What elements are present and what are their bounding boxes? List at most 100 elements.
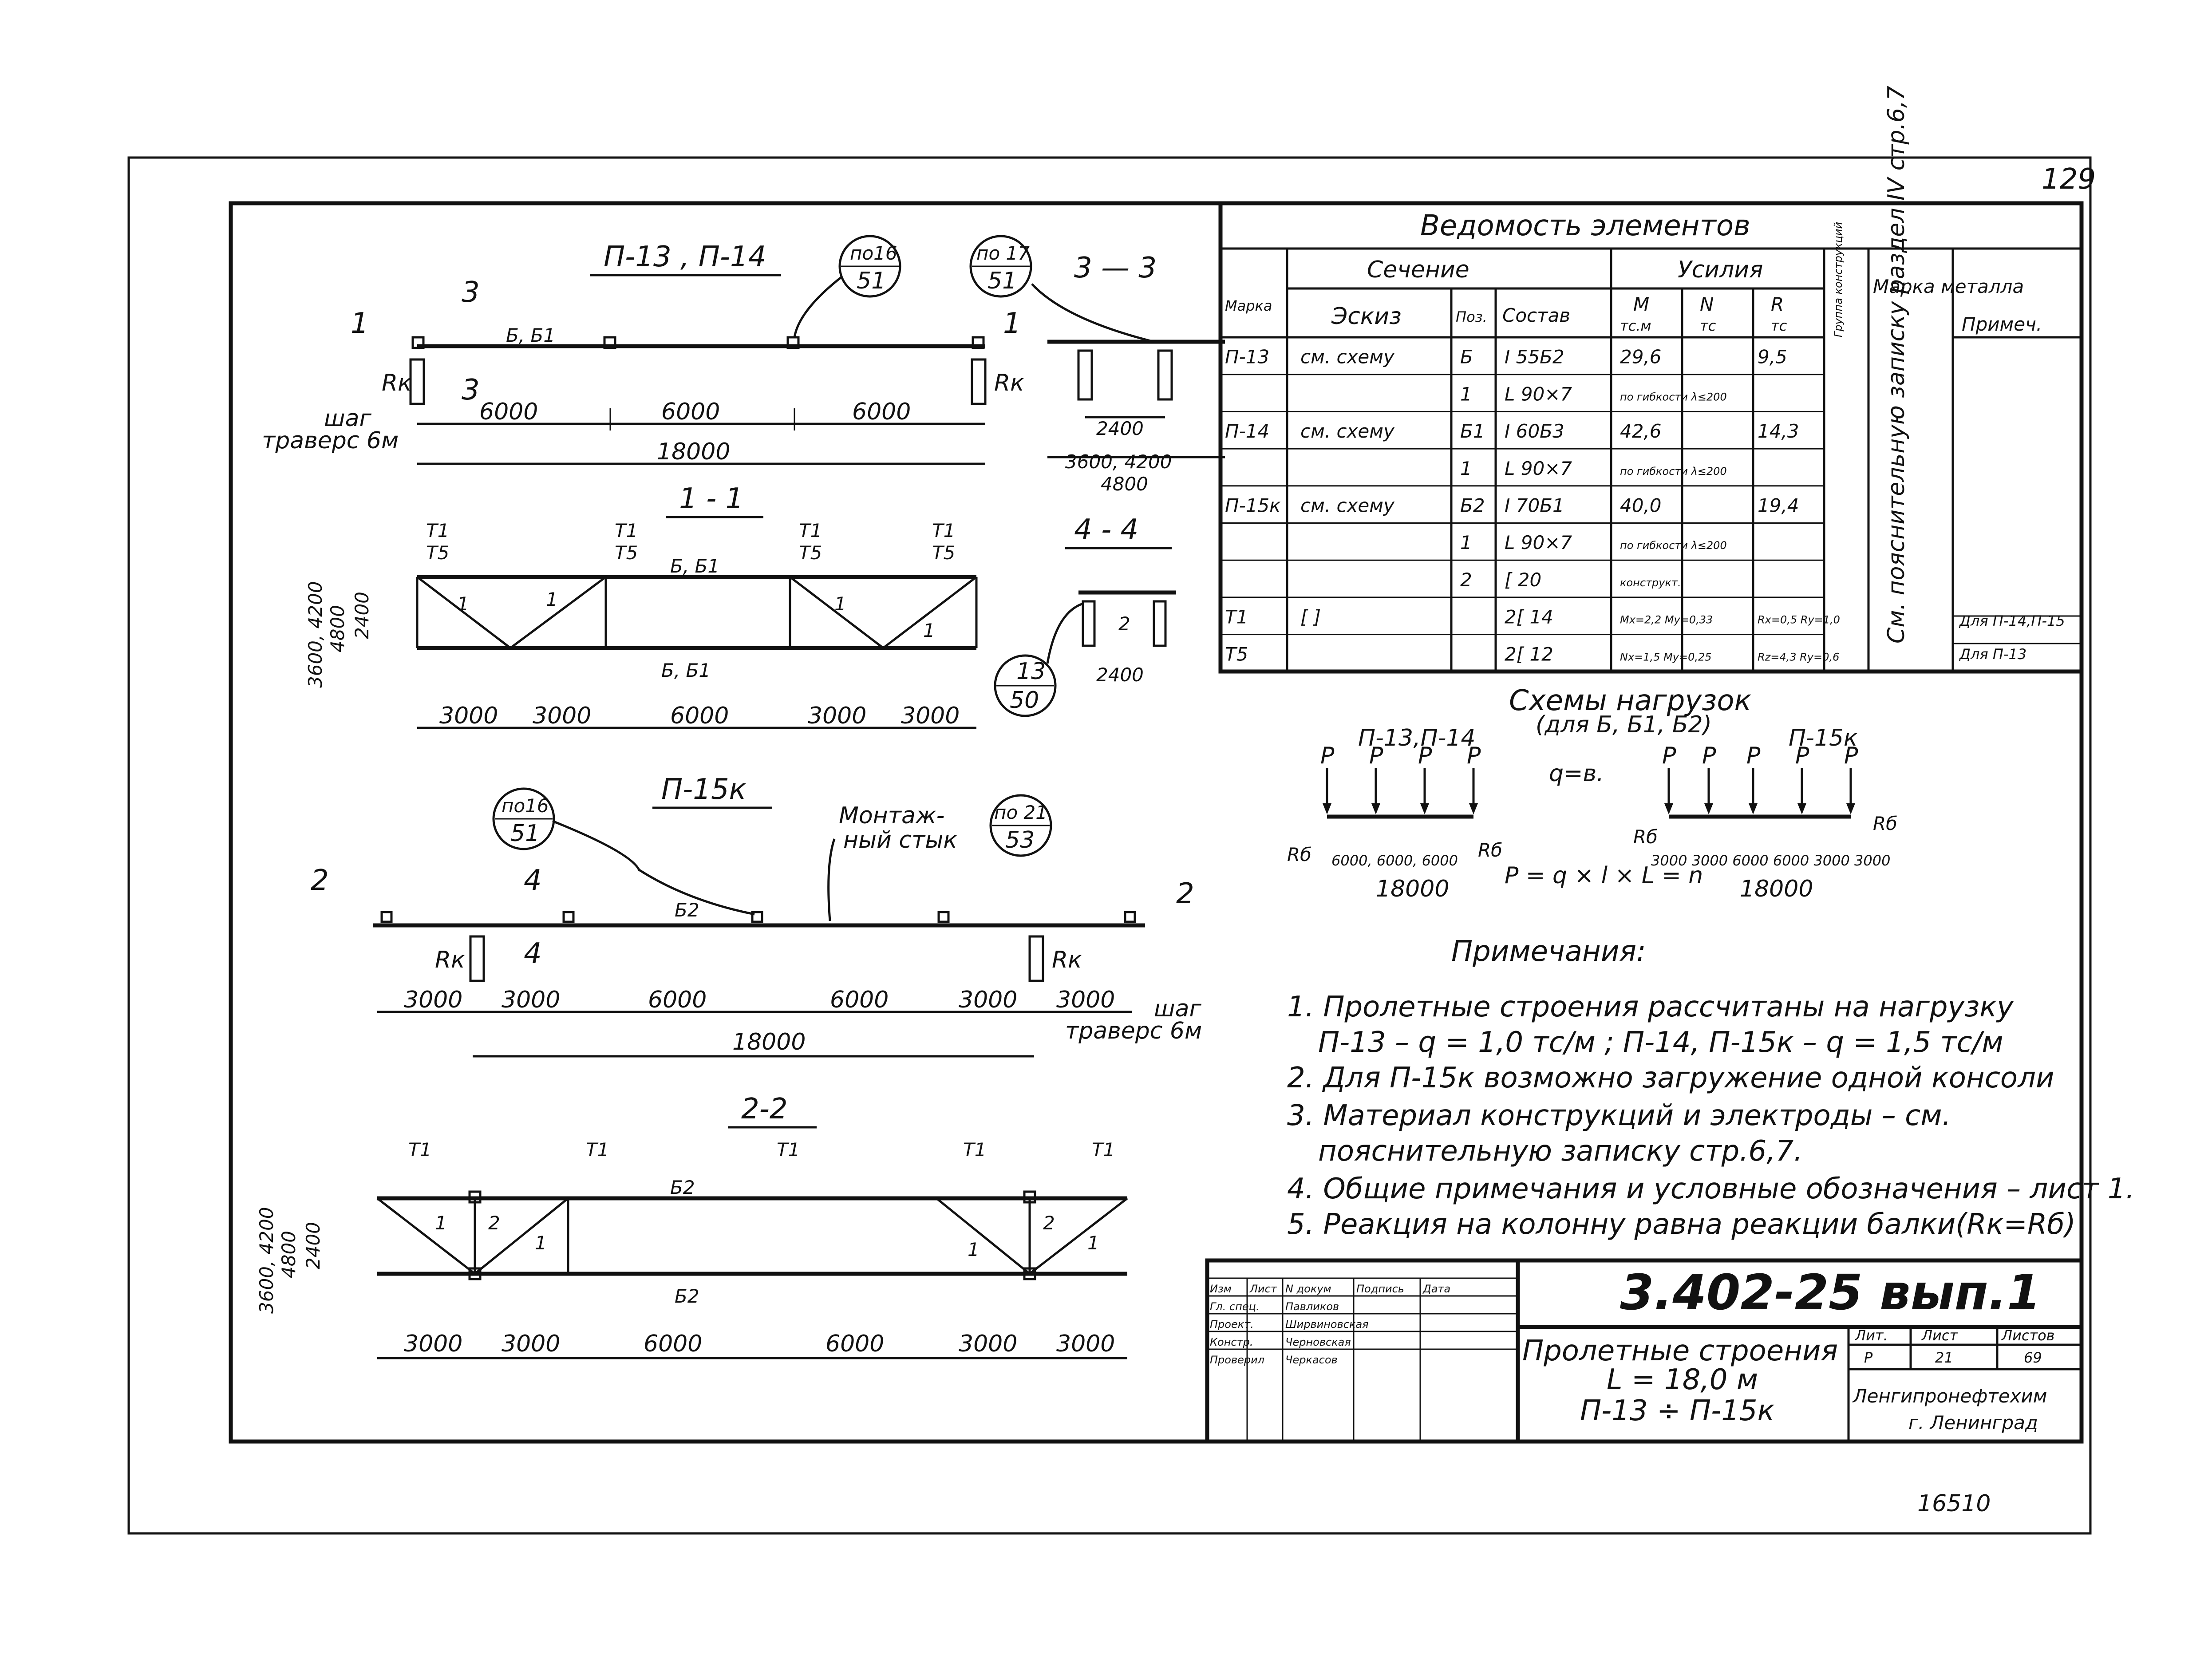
rb-label: Rб — [1478, 839, 1502, 861]
arrow-head — [1797, 803, 1806, 814]
t1-label: T1 — [799, 520, 822, 541]
cell-comp: L 90×7 — [1505, 458, 1572, 479]
callout-b-bot: 53 — [1005, 827, 1035, 853]
table-title: Ведомость элементов — [1420, 209, 1750, 242]
stamp-v-lit: Р — [1864, 1349, 1873, 1366]
height-dim: 4800 — [278, 1231, 300, 1278]
rb-label: Rб — [1633, 826, 1658, 848]
cell-m: конструкт. — [1620, 577, 1681, 589]
sec22-bot-label: Б2 — [675, 1285, 699, 1307]
cell-sketch: см. схему — [1300, 495, 1395, 517]
span-3: 6000 — [852, 399, 911, 425]
t5-label: T5 — [615, 542, 638, 564]
cut-4-bot: 4 — [524, 937, 542, 970]
step-label-2: траверс 6м — [1065, 1018, 1202, 1044]
load-right-label: П-15к — [1789, 725, 1858, 751]
left-spans: 6000, 6000, 6000 — [1331, 852, 1458, 869]
sec11-bot-label: Б, Б1 — [661, 660, 711, 681]
span: 3000 — [404, 987, 462, 1013]
cell-pos: 1 — [1460, 458, 1472, 479]
callout-a-top: по16 — [502, 795, 549, 817]
stamp-org-1: Ленгипронефтехим — [1852, 1385, 2047, 1407]
cell-m: по гибкости λ≤200 — [1620, 391, 1727, 403]
t1-label: T1 — [963, 1139, 986, 1161]
step-label-1: шаг — [324, 405, 371, 432]
t1-label: T1 — [777, 1139, 800, 1161]
callout-b-top: по 17 — [976, 242, 1030, 264]
title-block: 3.402-25 вып.1 Пролетные строения L = 18… — [1205, 1258, 2084, 1444]
member-label: 1 — [1087, 1232, 1099, 1254]
cell-comp: 2[ 12 — [1505, 643, 1553, 665]
section-3-3: 3 — 3 2400 3600, 4200 4800 — [1031, 252, 1225, 495]
arrow-head — [1704, 803, 1713, 814]
stamp-name: Черновская — [1285, 1336, 1351, 1348]
t5-label: T5 — [426, 542, 449, 564]
member-label: 2 — [488, 1212, 500, 1234]
arrow-head — [1749, 803, 1758, 814]
member-label: 2 — [1043, 1212, 1055, 1234]
sec22-title: 2-2 — [741, 1093, 788, 1126]
th-steel: Марка металла — [1873, 276, 2024, 297]
sec44-dim: 2400 — [1096, 664, 1144, 686]
step-label-1: шаг — [1154, 995, 1201, 1022]
th-section: Сечение — [1367, 257, 1469, 283]
span: 3000 — [502, 987, 560, 1013]
cell-m: Mx=2,2 My=0,33 — [1620, 614, 1713, 626]
cell-m: по гибкости λ≤200 — [1620, 465, 1727, 478]
stamp-org-2: г. Ленинград — [1908, 1412, 2038, 1434]
stamp-head: Дата — [1422, 1283, 1450, 1295]
span: 6000 — [830, 987, 889, 1013]
cell-mark: T1 — [1225, 606, 1248, 628]
sec33-dim-1: 2400 — [1096, 418, 1144, 439]
outer-frame — [127, 156, 2092, 1535]
cut-2-right: 2 — [1176, 877, 1194, 910]
stamp-role: Проект. — [1210, 1318, 1254, 1331]
diagonal-left — [416, 576, 607, 650]
span: 3000 — [1056, 1331, 1115, 1357]
cell-sketch: [ ] — [1300, 606, 1321, 628]
load-p: P — [1467, 743, 1481, 769]
cell-pos: Б2 — [1460, 495, 1485, 517]
stamp-title-2: L = 18,0 м — [1607, 1363, 1758, 1396]
height-dim: 4800 — [327, 605, 348, 652]
cell-m: 29,6 — [1620, 346, 1662, 368]
section-2-2: 2-2 Б2 Б2 1 2 1 1 2 1 T1 T1 T1 T1 T1 300… — [256, 1093, 1128, 1359]
span-total: 18000 — [657, 438, 730, 465]
t1-label: T1 — [932, 520, 955, 541]
load-p: P — [1369, 743, 1383, 769]
cell-pos: 1 — [1460, 383, 1472, 405]
stamp-name: Черкасов — [1285, 1354, 1338, 1366]
cell-m: по гибкости λ≤200 — [1620, 539, 1727, 552]
load-subtitle: (для Б, Б1, Б2) — [1536, 711, 1712, 738]
sec44-title: 4 - 4 — [1074, 513, 1138, 546]
cut-2-left: 2 — [311, 864, 329, 897]
cell-pos: 1 — [1460, 532, 1472, 553]
stamp-head: Подпись — [1356, 1283, 1404, 1295]
sec44-callout-bot: 50 — [1010, 687, 1039, 714]
span: 6000 — [826, 1331, 884, 1357]
height-dim: 2400 — [351, 592, 373, 639]
stamp-title-3: П-13 ÷ П-15к — [1580, 1394, 1775, 1427]
note-item: 5. Реакция на колонну равна реакции балк… — [1287, 1208, 2076, 1241]
cell-comp: I 70Б1 — [1505, 495, 1564, 517]
node-mark — [972, 336, 985, 349]
load-p: P — [1662, 743, 1676, 769]
arrow-head — [1846, 803, 1855, 814]
t1-label: T1 — [408, 1139, 431, 1161]
callout-circle — [838, 235, 901, 298]
left-total: 18000 — [1376, 876, 1449, 902]
span: 3000 — [439, 703, 498, 729]
note-item: 1. Пролетные строения рассчитаны на нагр… — [1287, 991, 2014, 1023]
span: 3000 — [959, 987, 1017, 1013]
cell-comp: [ 20 — [1505, 569, 1541, 591]
load-p: P — [1418, 743, 1432, 769]
view-p13-14: П-13 , П-14 Б, Б1 Rк Rк 1 1 3 3 6000 600… — [262, 235, 1032, 465]
cell-sketch: см. схему — [1300, 346, 1395, 368]
stamp-h-sheets: Листов — [2001, 1327, 2055, 1344]
step-label-2: траверс 6м — [262, 427, 399, 454]
stamp-role: Гл. спец. — [1210, 1300, 1260, 1313]
note-item: 2. Для П-15к возможно загружение одной к… — [1287, 1062, 2054, 1094]
note-item: пояснительную записку стр.6,7. — [1318, 1135, 1803, 1168]
sec11-top-label: Б, Б1 — [670, 555, 719, 577]
cell-pos: Б1 — [1460, 420, 1485, 442]
